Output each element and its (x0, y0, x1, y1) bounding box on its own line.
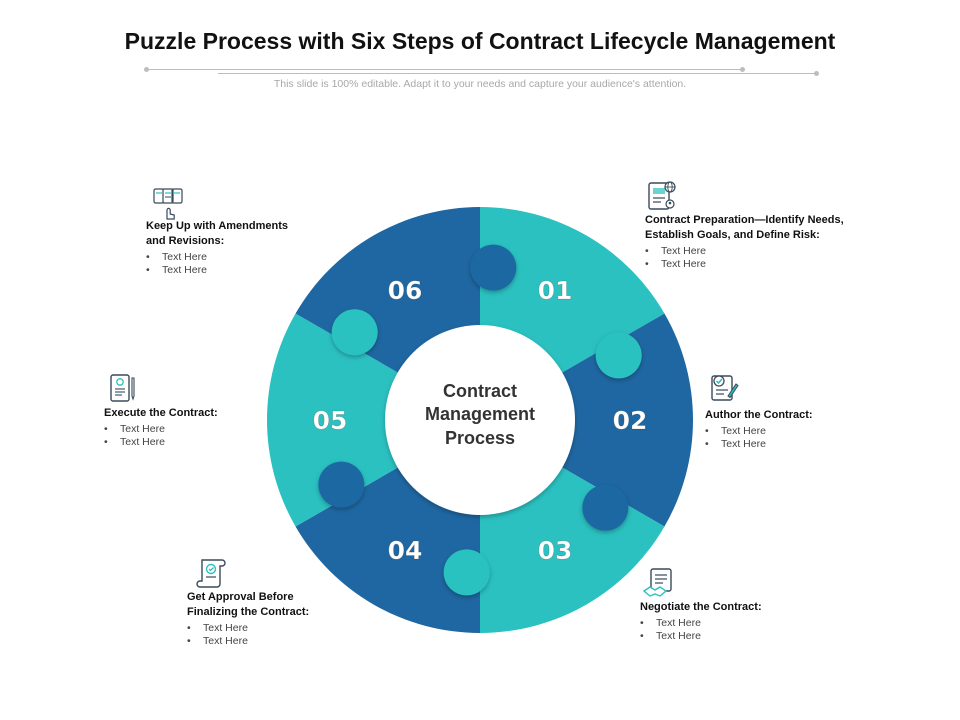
title-divider-line (146, 69, 742, 70)
step-number-04: 04 (388, 536, 423, 565)
puzzle-tab-04 (443, 549, 490, 596)
center-label-text: Contract Management Process (424, 381, 536, 448)
step-02-title: Author the Contract: (705, 409, 813, 421)
step-05-bullet-2: Text Here (104, 436, 364, 449)
page-subtitle: This slide is 100% editable. Adapt it to… (273, 78, 687, 90)
step-04-bullet-1: Text Here (187, 622, 447, 635)
page-title: Puzzle Process with Six Steps of Contrac… (124, 28, 836, 54)
puzzle-tab-05 (318, 461, 365, 508)
step-04-block: Get Approval Before Finalizing the Contr… (187, 590, 447, 648)
puzzle-tab-06 (331, 309, 378, 356)
puzzle-piece-02 (553, 313, 693, 527)
subtitle-divider-line (218, 73, 816, 74)
puzzle-tab-01 (470, 244, 517, 291)
step-number-02: 02 (613, 406, 648, 435)
puzzle-piece-05 (267, 313, 407, 527)
step-03-bullet-1: Text Here (640, 617, 900, 630)
document-revision-icon (153, 188, 183, 220)
step-03-bullet-2: Text Here (640, 630, 900, 643)
step-number-03: 03 (538, 536, 573, 565)
step-06-bullet-1: Text Here (146, 251, 406, 264)
step-01-bullet-1: Text Here (645, 245, 905, 258)
step-01-block: Contract Preparation—Identify Needs, Est… (645, 213, 905, 271)
divider-dot-right (740, 67, 745, 72)
signed-document-icon (110, 374, 135, 402)
center-hub (385, 325, 575, 515)
puzzle-tab-02 (595, 332, 642, 379)
handshake-document-icon (642, 568, 672, 597)
step-01-bullet-2: Text Here (645, 258, 905, 271)
step-01-title: Contract Preparation—Identify Needs, Est… (645, 214, 844, 241)
step-03-title: Negotiate the Contract: (640, 601, 762, 613)
step-06-block: Keep Up with Amendments and Revisions: T… (146, 219, 406, 277)
divider-dot-far-right (814, 71, 819, 76)
approval-scroll-icon (196, 559, 226, 588)
puzzle-tab-03 (582, 484, 629, 531)
center-label: Contract Management Process (400, 380, 560, 450)
step-number-06: 06 (388, 276, 423, 305)
step-06-bullet-2: Text Here (146, 264, 406, 277)
document-globe-icon (648, 181, 676, 210)
step-02-block: Author the Contract: Text Here Text Here (705, 408, 960, 451)
step-06-title: Keep Up with Amendments and Revisions: (146, 220, 288, 247)
divider-dot-left (144, 67, 149, 72)
step-05-title: Execute the Contract: (104, 407, 218, 419)
step-02-bullet-1: Text Here (705, 425, 960, 438)
step-05-block: Execute the Contract: Text Here Text Her… (104, 406, 364, 449)
contract-pen-icon (711, 375, 739, 401)
step-02-bullet-2: Text Here (705, 438, 960, 451)
step-04-title: Get Approval Before Finalizing the Contr… (187, 591, 310, 618)
step-05-bullet-1: Text Here (104, 423, 364, 436)
step-03-block: Negotiate the Contract: Text Here Text H… (640, 600, 900, 643)
step-number-01: 01 (538, 276, 573, 305)
step-04-bullet-2: Text Here (187, 635, 447, 648)
